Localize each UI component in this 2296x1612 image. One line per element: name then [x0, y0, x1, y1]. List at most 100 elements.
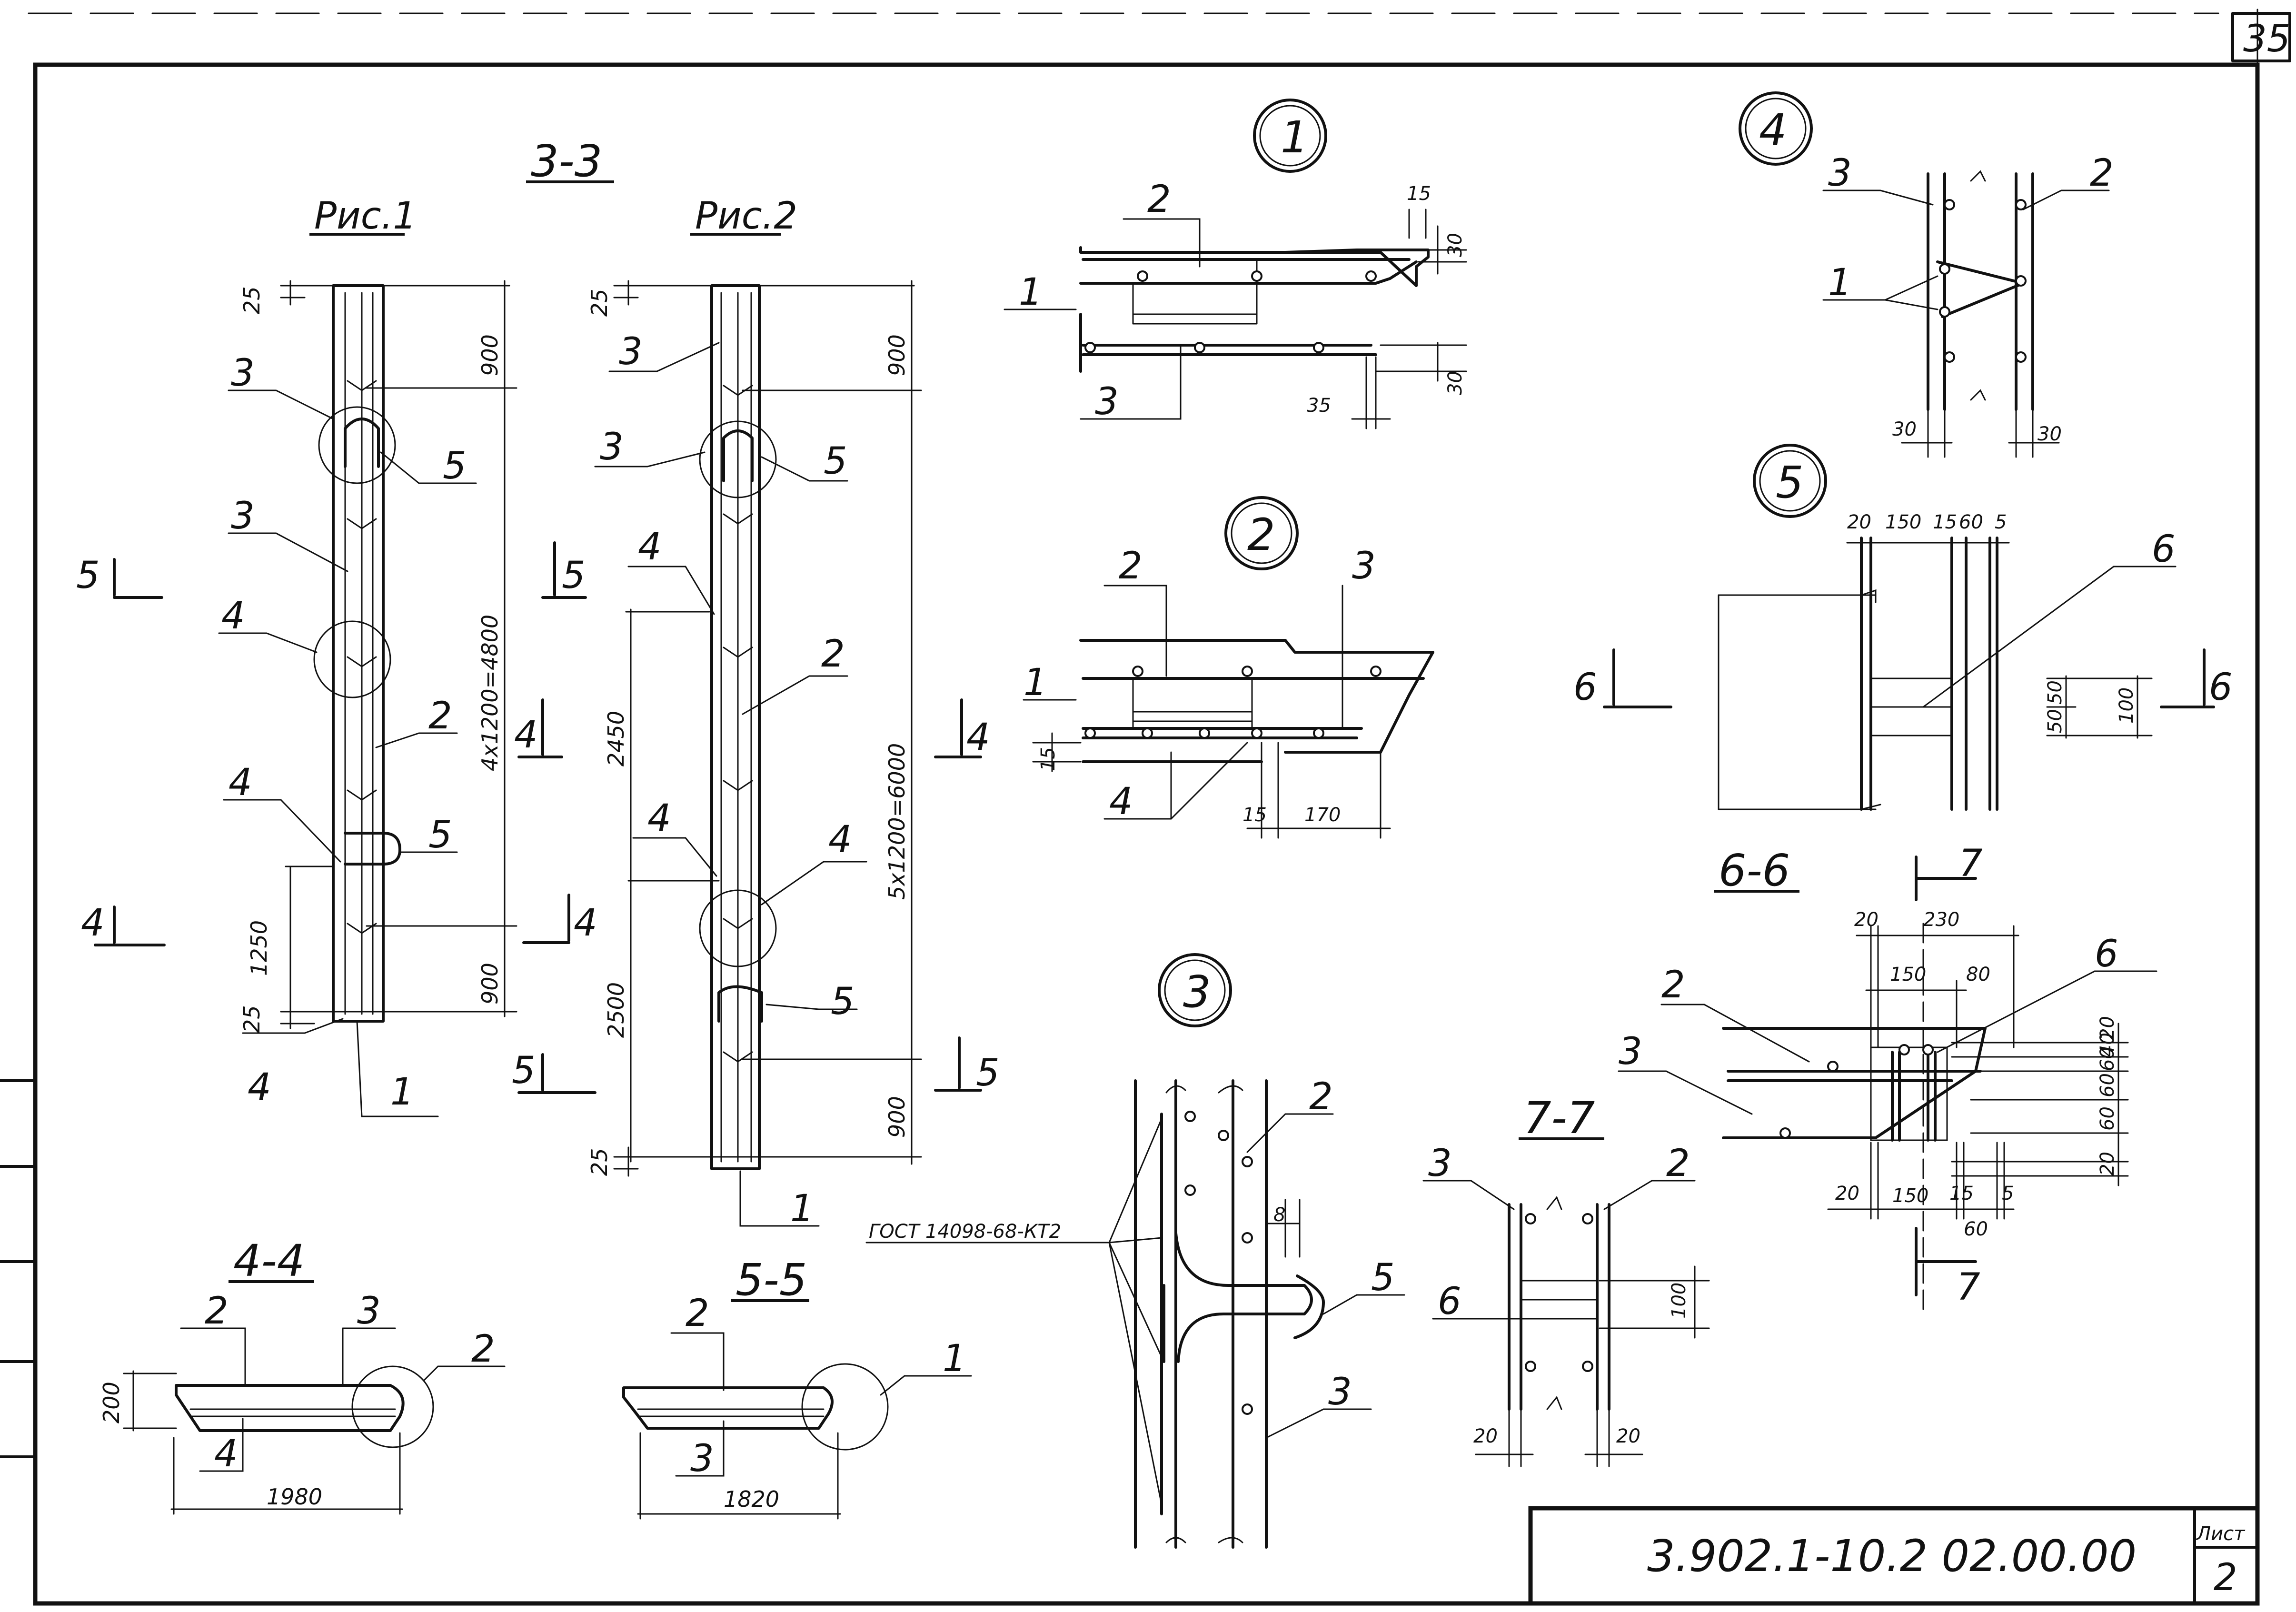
fig1-label-1: 3 — [231, 352, 255, 395]
fig1-dim-span: 4x1200=4800 — [477, 615, 503, 771]
node-2-marker — [1224, 496, 1299, 570]
node-4-marker — [1739, 91, 1813, 166]
fig2-dim-upper: 900 — [884, 334, 910, 376]
node3-gost-note: ГОСТ 14098-68-КТ2 — [869, 1221, 1061, 1243]
s77-dim-20b: 20 — [1616, 1425, 1640, 1447]
node-5-number: 5 — [1776, 457, 1804, 508]
node2-label-1: 1 — [1024, 661, 1047, 704]
node2-dim-170: 170 — [1304, 804, 1341, 826]
cut-left-5: 5 — [76, 554, 100, 597]
sheet-frame: 35 — [0, 9, 2291, 1606]
fig1-label-9: 1 — [390, 1071, 414, 1114]
fig2-label-9: 1 — [790, 1187, 814, 1230]
s77-label-2: 2 — [1666, 1142, 1690, 1185]
s55-label-1: 2 — [686, 1292, 709, 1335]
node7-dim-r-40: 40 — [2097, 1033, 2118, 1057]
node1-dim-30a: 30 — [1444, 233, 1466, 257]
node7-dim-top-150: 150 — [1890, 964, 1926, 985]
node3-label-5: 5 — [1371, 1256, 1395, 1299]
s44-label-4: 4 — [214, 1433, 238, 1475]
node7-dim-r-60c: 60 — [2097, 1106, 2118, 1131]
fig2-dim-top: 25 — [586, 289, 612, 317]
section-3-3-heading: 3-3 Рис.1 Рис.2 — [309, 136, 797, 238]
node1-dim-30b: 30 — [1444, 371, 1466, 395]
fig1-label-3: 3 — [231, 495, 255, 537]
node1-label-2: 2 — [1147, 178, 1171, 221]
node7-dim-top-230: 230 — [1923, 909, 1959, 931]
node2-dim-15b: 15 — [1242, 804, 1267, 826]
s77-dim-100: 100 — [1668, 1283, 1690, 1319]
node-3-number: 3 — [1183, 966, 1211, 1017]
fig1-dim-upper: 900 — [477, 334, 503, 376]
cut-right-4b: 4 — [574, 902, 597, 945]
node1-dim-15: 15 — [1407, 183, 1431, 205]
fig2-title: Рис.2 — [695, 195, 797, 238]
fig1-dim-bot: 25 — [239, 1005, 265, 1033]
fig2-cut-marks: 4 5 — [934, 698, 1000, 1095]
node5-dim-150: 150 — [1885, 511, 1921, 533]
fig2-dim-left-lower: 2500 — [603, 982, 629, 1038]
node-1: 1 2 1 3 15 30 30 35 — [1004, 99, 1467, 429]
node4-label-3: 3 — [1828, 152, 1852, 195]
fig1-panel-outline — [332, 284, 385, 1023]
fig2-label-3: 5 — [824, 440, 847, 483]
node4-dim-30b: 30 — [2038, 423, 2062, 445]
cut-right-4-fig2: 4 — [966, 716, 990, 759]
section-6-6-title: 6-6 — [1719, 845, 1790, 896]
fig1-title: Рис.1 — [314, 195, 417, 238]
fig2-dim-left-upper: 2450 — [603, 711, 629, 766]
fig1-dim-lower: 900 — [477, 963, 503, 1005]
node1-dim-35: 35 — [1307, 395, 1331, 417]
fig1-label-4: 4 — [221, 595, 245, 637]
node2-label-2: 2 — [1119, 545, 1143, 587]
section-7-7-title: 7-7 — [1523, 1093, 1595, 1144]
node-4: 4 3 2 1 30 30 — [1739, 91, 2114, 458]
fig1-label-2: 5 — [443, 445, 467, 488]
node7-cut-top: 7 — [1959, 842, 1983, 885]
node3-label-2: 2 — [1309, 1075, 1333, 1118]
node7-dim-top-80: 80 — [1966, 964, 1990, 985]
node5-cut-left: 6 — [1573, 666, 1597, 709]
cut-left-4: 4 — [81, 902, 105, 945]
fig2-label-1: 3 — [619, 330, 643, 373]
s55-label-3: 3 — [690, 1437, 714, 1480]
cut-right-5: 5 — [562, 554, 586, 597]
node-3: 3 2 5 3 ГОСТ 14098-68-КТ2 8 — [865, 953, 1405, 1549]
section-6-6: 6-6 — [1714, 845, 1799, 896]
node-5-marker — [1753, 444, 1827, 518]
list-label: Лист — [2196, 1523, 2246, 1545]
s77-label-6: 6 — [1438, 1280, 1461, 1323]
node4-label-1: 1 — [1828, 261, 1852, 304]
cut-right-5-fig2: 5 — [976, 1052, 1000, 1095]
fig1-column: 25 900 4x1200=4800 900 25 1250 3 5 3 4 2… — [76, 280, 597, 1117]
node4-dim-30a: 30 — [1892, 418, 1917, 440]
node-4-number: 4 — [1759, 105, 1787, 156]
node5-dim-60: 60 — [1959, 511, 1983, 533]
node-1-marker — [1253, 99, 1327, 173]
node3-dim-8: 8 — [1273, 1204, 1285, 1226]
node5-dim-100: 100 — [2116, 687, 2137, 724]
fig1-dim-top: 25 — [239, 286, 265, 314]
node2-label-3: 3 — [1352, 545, 1376, 587]
node-2: 2 2 3 1 4 15 15 170 — [1023, 496, 1434, 839]
fig2-dim-bot: 25 — [586, 1148, 612, 1176]
node1-label-1: 1 — [1019, 271, 1043, 314]
fig2-label-4: 4 — [638, 526, 662, 568]
fig2-column: 25 900 5x1200=6000 900 25 2450 2500 3 3 … — [586, 280, 1000, 1230]
cut-right-4a: 4 — [514, 714, 538, 756]
node2-dim-15a: 15 — [1037, 747, 1059, 771]
node7-dim-b-5: 5 — [2002, 1183, 2014, 1204]
node5-dim-5: 5 — [1995, 511, 2007, 533]
node2-label-4: 4 — [1109, 780, 1133, 823]
node7-label-6: 6 — [2095, 933, 2118, 975]
fig2-dim-span: 5x1200=6000 — [884, 743, 910, 900]
node7-dim-r-60b: 60 — [2097, 1073, 2118, 1097]
section-3-3-title: 3-3 — [531, 136, 602, 187]
node7-dim-r-20b: 20 — [2097, 1152, 2118, 1176]
node7-label-3: 3 — [1619, 1030, 1642, 1073]
node-1-number: 1 — [1281, 112, 1309, 163]
drawing-code: 3.902.1-10.2 02.00.00 — [1647, 1531, 2137, 1582]
fig2-label-5: 2 — [821, 633, 845, 676]
s44-dim-w: 1980 — [267, 1484, 322, 1510]
